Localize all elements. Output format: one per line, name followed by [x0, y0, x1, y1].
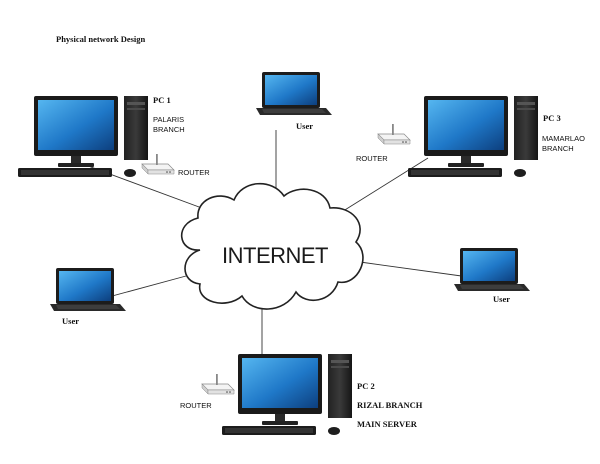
pc3-router-label: ROUTER [356, 154, 388, 163]
user-right-label: User [493, 294, 510, 304]
user-top-node: User [256, 72, 332, 131]
pc2-router-icon [201, 373, 235, 395]
internet-cloud: INTERNET [180, 182, 364, 310]
user-right-node: User [454, 248, 530, 304]
user-right-laptop-icon [454, 248, 530, 291]
user-top-label: User [296, 121, 313, 131]
diagram-title: Physical network Design [56, 34, 146, 44]
pc2-name: PC 2 [357, 381, 375, 391]
pc2-node: PC 2 RIZAL BRANCH MAIN SERVER ROUTER [180, 354, 423, 435]
pc3-router-icon [377, 123, 411, 145]
user-left-node: User [50, 268, 126, 326]
pc3-name: PC 3 [543, 113, 561, 123]
pc1-branch-line1: PALARIS [153, 115, 184, 124]
pc3-branch-line1: MAMARLAO [542, 134, 585, 143]
pc2-router-label: ROUTER [180, 401, 212, 410]
pc3-computer-icon [408, 96, 538, 177]
pc2-branch-line1: RIZAL BRANCH [357, 400, 423, 410]
pc2-branch-line2: MAIN SERVER [357, 419, 418, 429]
pc1-name: PC 1 [153, 95, 171, 105]
pc2-computer-icon [222, 354, 352, 435]
user-top-laptop-icon [256, 72, 332, 115]
user-left-laptop-icon [50, 268, 126, 311]
link-pc3 [339, 157, 429, 214]
pc1-router-label: ROUTER [178, 168, 210, 177]
pc1-branch-line2: BRANCH [153, 125, 185, 134]
pc1-computer-icon [18, 96, 148, 177]
pc3-branch-line2: BRANCH [542, 144, 574, 153]
internet-label: INTERNET [222, 243, 328, 268]
link-user-right [359, 261, 477, 279]
user-left-label: User [62, 316, 79, 326]
pc3-node: PC 3 MAMARLAO BRANCH ROUTER [356, 96, 585, 177]
pc1-node: PC 1 PALARIS BRANCH ROUTER [18, 95, 210, 177]
